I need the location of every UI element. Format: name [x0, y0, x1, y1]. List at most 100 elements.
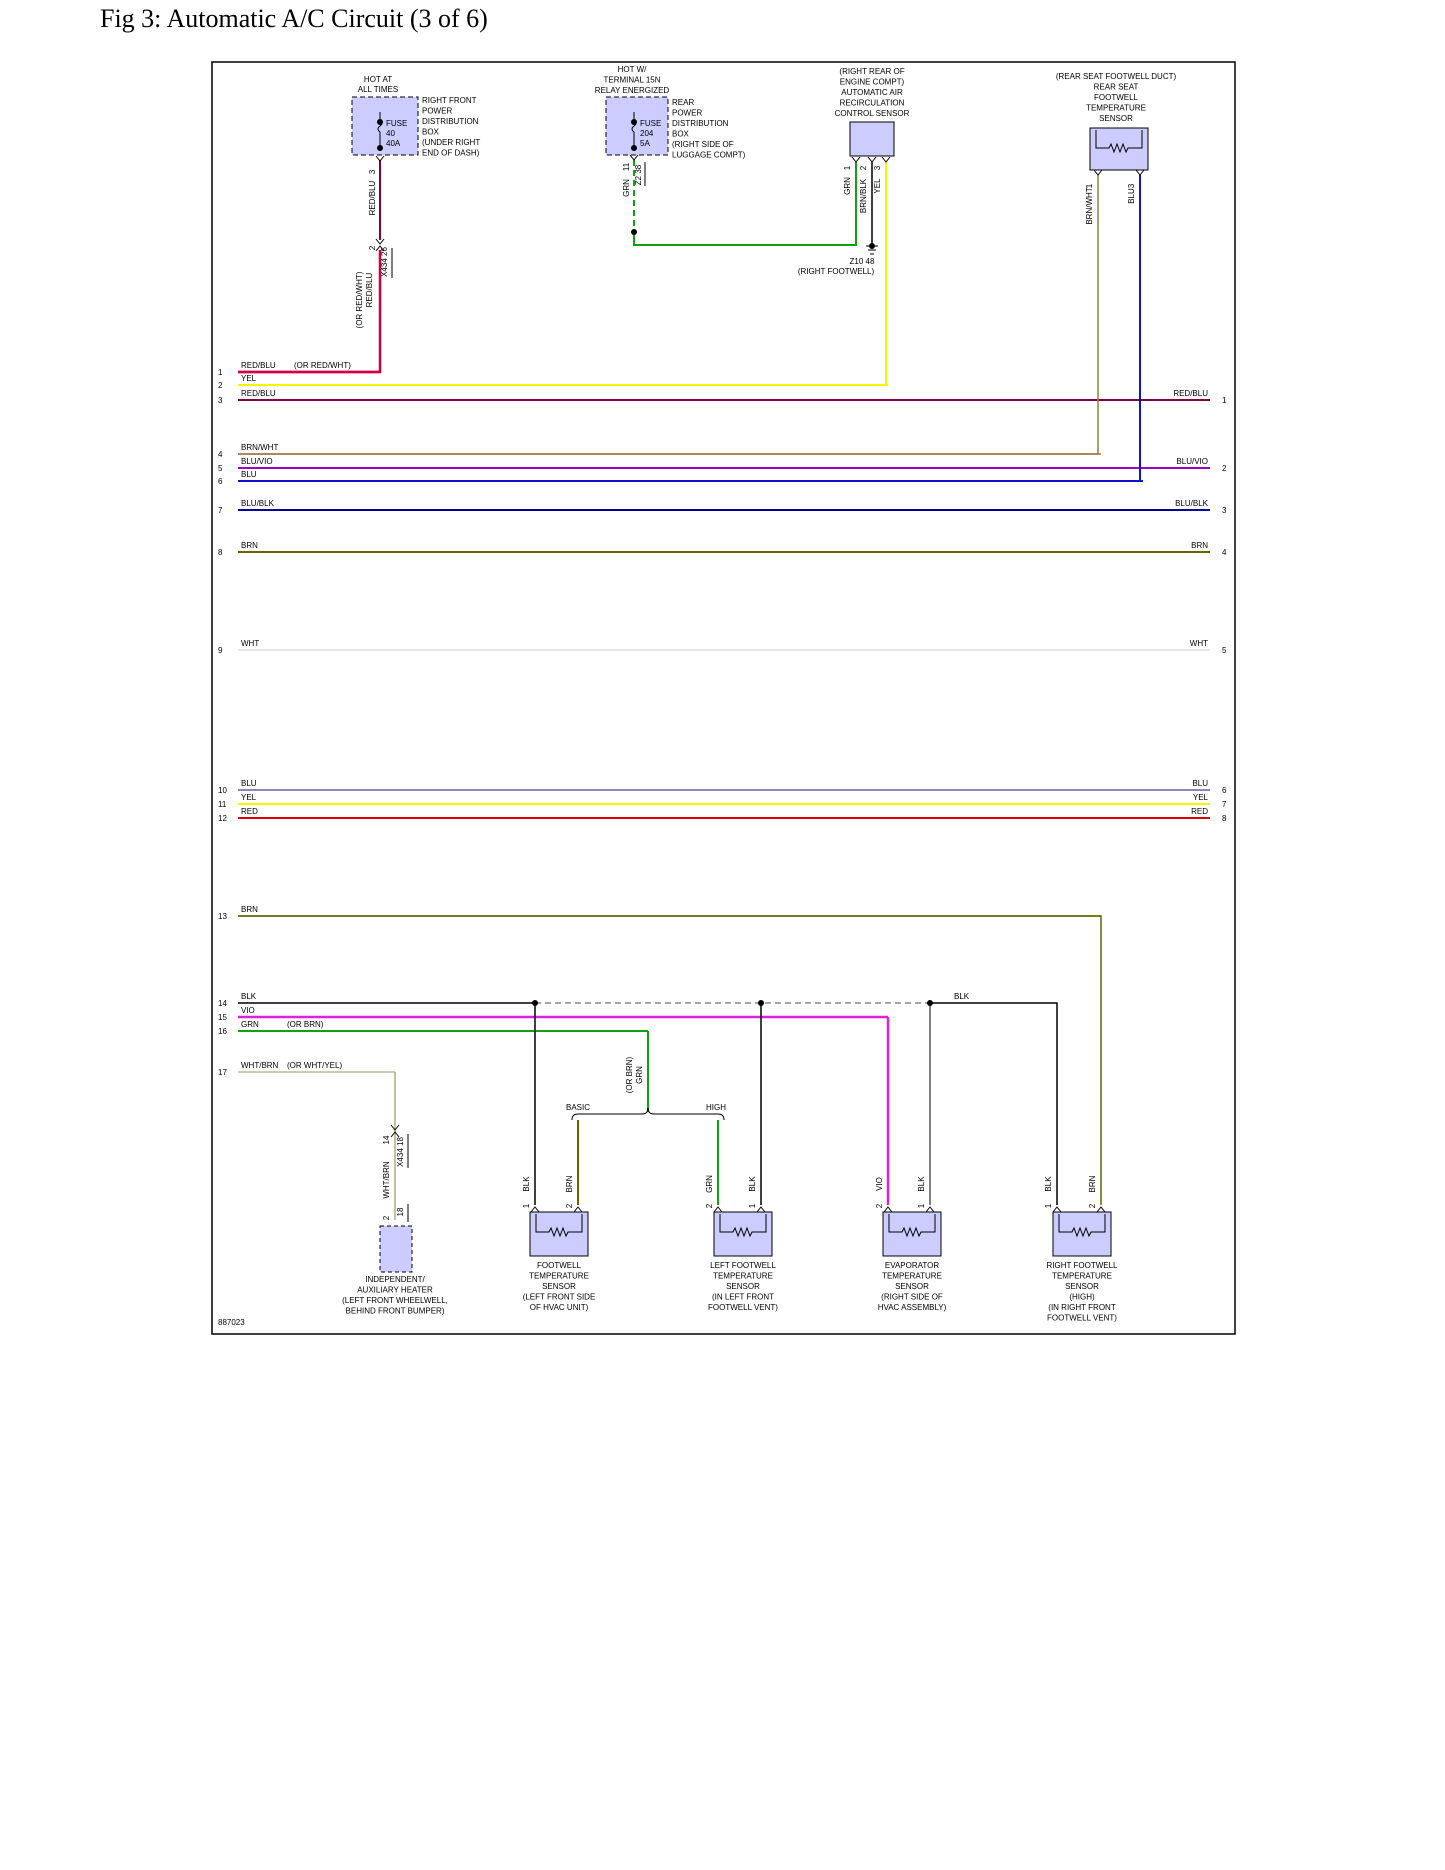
- wire-label: BRN: [565, 1175, 574, 1192]
- label: DISTRIBUTION: [422, 117, 479, 126]
- pin-label: 2: [382, 1215, 391, 1220]
- wire-label: BLK: [1044, 1176, 1053, 1192]
- connector-label: Z2 38: [634, 164, 643, 185]
- pin-label: 2: [859, 165, 868, 170]
- bus-pin-right: 5: [1222, 646, 1227, 655]
- pin-label: 14: [382, 1135, 391, 1144]
- label: (LEFT FRONT WHEELWELL,: [342, 1296, 448, 1305]
- thermistor-symbol: [1058, 1214, 1106, 1238]
- label: (IN LEFT FRONT: [712, 1293, 774, 1302]
- connector-chevron: [881, 156, 891, 163]
- aux-heater-body: [379, 1225, 413, 1273]
- wire-label-alt: (OR BRN): [625, 1056, 634, 1093]
- wire-label: BLK: [748, 1176, 757, 1192]
- connector-label: X434 18: [396, 1137, 405, 1167]
- pin-label: 2: [565, 1203, 574, 1208]
- connector-chevron: [375, 245, 385, 252]
- pin-label: 11: [622, 162, 631, 171]
- wire-label-alt: (OR RED/WHT): [355, 271, 364, 328]
- bus-label-left: RED: [241, 807, 258, 816]
- label: HVAC ASSEMBLY): [878, 1303, 947, 1312]
- label: REAR: [672, 98, 694, 107]
- bus-pin-right: 2: [1222, 464, 1227, 473]
- option-bracket: [571, 1107, 725, 1121]
- label: 40A: [386, 139, 401, 148]
- wires-layer: [238, 160, 1210, 1220]
- wire-label: GRN: [705, 1175, 714, 1193]
- label: FOOTWELL VENT): [708, 1303, 778, 1312]
- label: SENSOR: [895, 1282, 929, 1291]
- connector-chevron: [756, 1206, 766, 1213]
- bus-pin-left: 5: [218, 464, 223, 473]
- bus-pin-left: 8: [218, 548, 223, 557]
- pin-label: 3: [368, 169, 377, 174]
- wire-label: RED/BLU: [365, 272, 374, 307]
- wire-label: RED/BLU: [368, 180, 377, 215]
- bus-label-right: BLU/BLK: [1175, 499, 1209, 508]
- bus-label-left: GRN: [241, 1020, 259, 1029]
- bus-pin-left: 11: [218, 800, 227, 809]
- connector-chevron: [867, 156, 877, 163]
- label: TEMPERATURE: [1052, 1272, 1112, 1281]
- bus-pin-left: 15: [218, 1013, 227, 1022]
- label: OF HVAC UNIT): [530, 1303, 589, 1312]
- connector-chevron: [375, 155, 385, 162]
- pin-label: 1: [522, 1203, 531, 1208]
- label: TEMPERATURE: [529, 1272, 589, 1281]
- connector-chevron: [375, 238, 385, 245]
- wire-label: YEL: [873, 178, 882, 194]
- bus-pin-left: 16: [218, 1027, 227, 1036]
- variant-label: BASIC: [566, 1103, 590, 1112]
- pin-label: 1: [1044, 1203, 1053, 1208]
- thermistor-symbol: [535, 1214, 583, 1238]
- bus-label-right: BLU/VIO: [1176, 457, 1208, 466]
- bus-label-left: WHT: [241, 639, 259, 648]
- wire-fuse40-bus1: [238, 250, 382, 374]
- connector-chevron: [713, 1206, 723, 1213]
- label: BOX: [422, 128, 440, 137]
- pin-label: 1: [1085, 183, 1094, 188]
- bus-label-left: BLU/VIO: [241, 457, 273, 466]
- label: (RIGHT SIDE OF: [881, 1293, 943, 1302]
- label: 5A: [640, 139, 650, 148]
- wire-blk-right-sensor: [930, 1002, 1058, 1205]
- bus-pin-left: 3: [218, 396, 223, 405]
- variant-label: HIGH: [706, 1103, 726, 1112]
- label: END OF DASH): [422, 149, 480, 158]
- label: RIGHT FRONT: [422, 96, 477, 105]
- wire-yel-recirc: [238, 162, 887, 386]
- connector-chevron: [883, 1206, 893, 1213]
- connector-label: 18: [396, 1207, 405, 1216]
- label: LEFT FOOTWELL: [710, 1261, 776, 1270]
- bus-label-right: WHT: [1190, 639, 1208, 648]
- bus-pin-right: 3: [1222, 506, 1227, 515]
- thermistor-symbol: [888, 1214, 936, 1238]
- label: EVAPORATOR: [885, 1261, 939, 1270]
- label: FUSE: [640, 119, 661, 128]
- bus-pin-left: 2: [218, 381, 223, 390]
- figure-title: Fig 3: Automatic A/C Circuit (3 of 6): [100, 4, 488, 33]
- pin-label: 2: [1088, 1203, 1097, 1208]
- bus-pin-left: 17: [218, 1068, 227, 1077]
- label: ENGINE COMPT): [840, 78, 905, 87]
- wire-label: BRN/BLK: [859, 178, 868, 213]
- bus-label-right: BLU: [1192, 779, 1208, 788]
- fuse-204-node: [631, 119, 637, 125]
- label: ALL TIMES: [358, 85, 398, 94]
- label: POWER: [422, 107, 452, 116]
- label: BEHIND FRONT BUMPER): [346, 1307, 445, 1316]
- label: FUSE: [386, 119, 407, 128]
- label: FOOTWELL VENT): [1047, 1314, 1117, 1323]
- connector-chevron: [390, 1124, 400, 1131]
- label: 40: [386, 129, 395, 138]
- wire-label: BRN: [1088, 1175, 1097, 1192]
- connector-chevron: [573, 1206, 583, 1213]
- label: TERMINAL 15N: [603, 76, 660, 85]
- bus-pin-left: 13: [218, 912, 227, 921]
- label: (LEFT FRONT SIDE: [523, 1293, 596, 1302]
- bus-label-left: RED/BLU: [241, 361, 276, 370]
- pin-label: 2: [705, 1203, 714, 1208]
- connector-chevron: [1093, 169, 1103, 176]
- bus-label-left: YEL: [241, 793, 257, 802]
- label: (IN RIGHT FRONT: [1048, 1303, 1116, 1312]
